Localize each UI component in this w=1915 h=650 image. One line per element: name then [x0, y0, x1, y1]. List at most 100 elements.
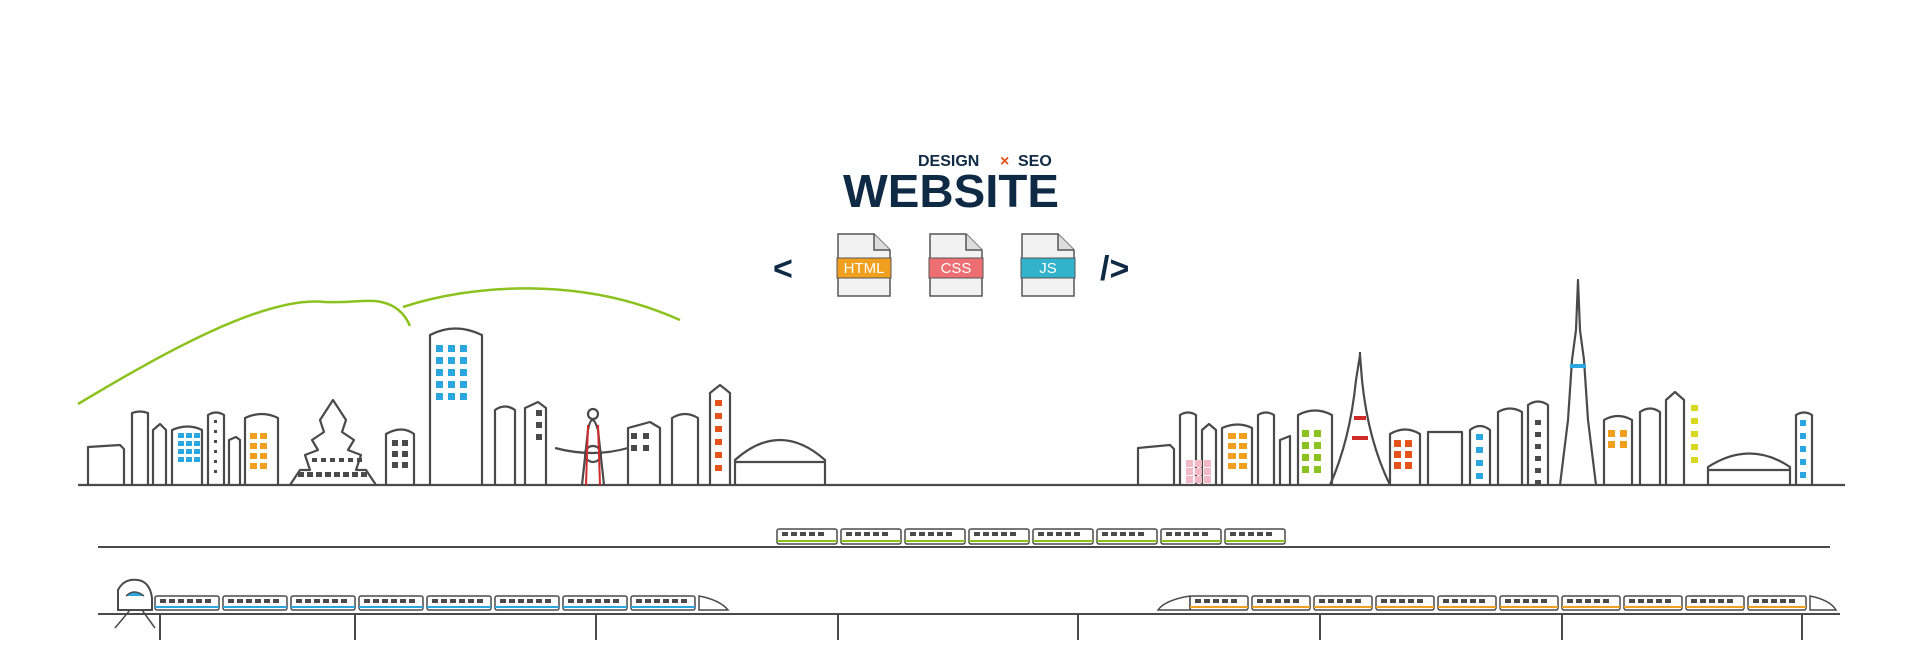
- train-car: [1499, 595, 1559, 611]
- building: [384, 428, 416, 485]
- window: [1535, 456, 1541, 461]
- train-car: [1224, 528, 1286, 545]
- window: [260, 453, 267, 459]
- train-car: [222, 595, 288, 611]
- window: [194, 433, 200, 438]
- window: [352, 472, 358, 477]
- window: [1195, 460, 1202, 467]
- skytree-deck: [1570, 364, 1586, 368]
- window: [1186, 476, 1193, 483]
- window: [1535, 444, 1541, 449]
- window: [1535, 480, 1541, 485]
- window: [460, 345, 467, 352]
- building: [1200, 422, 1218, 485]
- window: [1800, 459, 1806, 465]
- window: [325, 472, 331, 477]
- window: [402, 462, 408, 468]
- commuter-train: [776, 528, 1286, 545]
- window: [1476, 434, 1483, 440]
- building: [1256, 411, 1276, 485]
- logo: DESIGN × SEO WEBSITE: [843, 153, 1059, 217]
- building: [708, 383, 732, 485]
- window: [312, 458, 317, 462]
- window: [178, 457, 184, 462]
- building: [206, 411, 226, 485]
- file-label: JS: [1039, 260, 1057, 277]
- train-car: [1375, 595, 1435, 611]
- train-car: [358, 595, 424, 611]
- window: [715, 439, 722, 445]
- building: [523, 400, 548, 485]
- window: [715, 413, 722, 419]
- tower-of-the-sun-face: [583, 444, 603, 464]
- window: [1476, 473, 1483, 479]
- building: [130, 410, 150, 485]
- window: [1394, 451, 1401, 458]
- window: [436, 381, 443, 388]
- window: [402, 451, 408, 457]
- train-car: [1251, 595, 1311, 611]
- window: [214, 420, 217, 423]
- window: [178, 433, 184, 438]
- window: [186, 457, 192, 462]
- train-car: [494, 595, 560, 611]
- window: [1535, 432, 1541, 437]
- train-car: [1623, 595, 1683, 611]
- window: [715, 426, 722, 432]
- window: [392, 462, 398, 468]
- tower-of-the-sun-arms: [554, 446, 629, 455]
- window: [1239, 453, 1247, 459]
- train-car: [154, 595, 220, 611]
- train-car: [630, 595, 696, 611]
- skyline: [78, 278, 1845, 487]
- window: [1800, 446, 1806, 452]
- building: [86, 443, 126, 485]
- window: [1302, 466, 1309, 473]
- building: [170, 425, 204, 485]
- tokyo-skytree: [1558, 278, 1598, 486]
- building: [151, 422, 168, 485]
- window: [1239, 463, 1247, 469]
- tower-deck: [1354, 416, 1366, 420]
- window: [1314, 430, 1321, 437]
- window: [194, 441, 200, 446]
- window: [1228, 433, 1236, 439]
- window: [260, 463, 267, 469]
- building: [1664, 390, 1686, 485]
- train-car: [1160, 528, 1222, 545]
- window: [1302, 430, 1309, 437]
- shinkansen-nose-icon: [114, 578, 156, 629]
- shinkansen-blue: [114, 578, 730, 629]
- train-car: [562, 595, 628, 611]
- window: [536, 410, 542, 416]
- train-car: [904, 528, 966, 545]
- window: [1314, 442, 1321, 449]
- tall-building: [428, 327, 484, 485]
- window: [1405, 451, 1412, 458]
- window: [334, 472, 340, 477]
- window: [330, 458, 335, 462]
- train-car: [1437, 595, 1497, 611]
- window: [536, 422, 542, 428]
- dome-stadium-right: [1706, 452, 1792, 485]
- building: [626, 420, 662, 485]
- window: [1186, 460, 1193, 467]
- window: [448, 381, 455, 388]
- window: [392, 440, 398, 446]
- window: [1314, 466, 1321, 473]
- train-car: [776, 528, 838, 545]
- building-windows: [178, 345, 1806, 486]
- window: [436, 345, 443, 352]
- green-hill-right: [402, 287, 681, 322]
- building: [227, 435, 242, 485]
- window: [321, 458, 326, 462]
- window: [250, 463, 257, 469]
- window: [436, 357, 443, 364]
- css-file-icon: CSS: [928, 233, 984, 297]
- train-car: [1561, 595, 1621, 611]
- train-car: [1189, 595, 1249, 611]
- window: [1228, 463, 1236, 469]
- window: [178, 441, 184, 446]
- window: [1302, 442, 1309, 449]
- building: [1220, 423, 1254, 485]
